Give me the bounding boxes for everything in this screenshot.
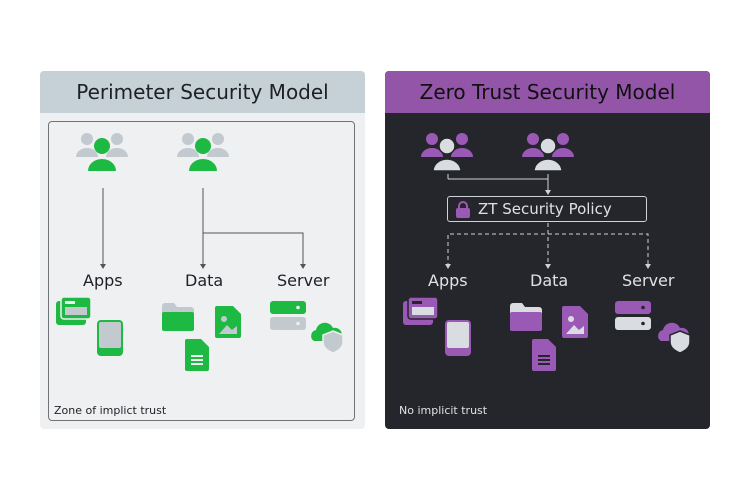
users-icon — [522, 133, 574, 172]
document-file-icon — [532, 339, 556, 371]
mobile-icon — [445, 320, 471, 356]
users-icon — [177, 133, 229, 171]
trust-zone — [48, 121, 355, 421]
app-window-icon — [56, 297, 92, 325]
perimeter-connectors — [100, 188, 306, 269]
cloud-shield-icon — [311, 322, 344, 353]
node-label-server: Server — [277, 271, 330, 290]
node-label-data: Data — [530, 271, 569, 290]
node-label-data: Data — [185, 271, 224, 290]
perimeter-footer: Zone of implict trust — [54, 404, 167, 417]
server-icon — [270, 301, 306, 330]
zero-trust-connectors — [445, 174, 651, 269]
cloud-shield-icon — [658, 322, 691, 353]
perimeter-title: Perimeter Security Model — [40, 71, 365, 113]
node-label-apps: Apps — [83, 271, 123, 290]
users-icon — [421, 133, 473, 172]
mobile-icon — [97, 320, 123, 356]
server-icon — [615, 301, 651, 330]
image-file-icon — [215, 306, 241, 338]
node-label-apps: Apps — [428, 271, 468, 290]
folder-icon — [510, 303, 542, 331]
zero-trust-panel: Zero Trust Security Model Z — [385, 71, 710, 429]
app-window-icon — [403, 297, 439, 325]
lock-icon — [456, 200, 470, 218]
zt-security-policy: ZT Security Policy — [447, 196, 647, 222]
document-file-icon — [185, 339, 209, 371]
folder-icon — [162, 303, 194, 331]
zero-trust-footer: No implicit trust — [399, 404, 488, 417]
perimeter-panel: Perimeter Security Model Apps Data Serve… — [40, 71, 365, 429]
image-file-icon — [562, 306, 588, 338]
policy-label: ZT Security Policy — [478, 200, 612, 218]
zero-trust-title: Zero Trust Security Model — [385, 71, 710, 113]
node-label-server: Server — [622, 271, 675, 290]
users-icon — [76, 133, 128, 171]
